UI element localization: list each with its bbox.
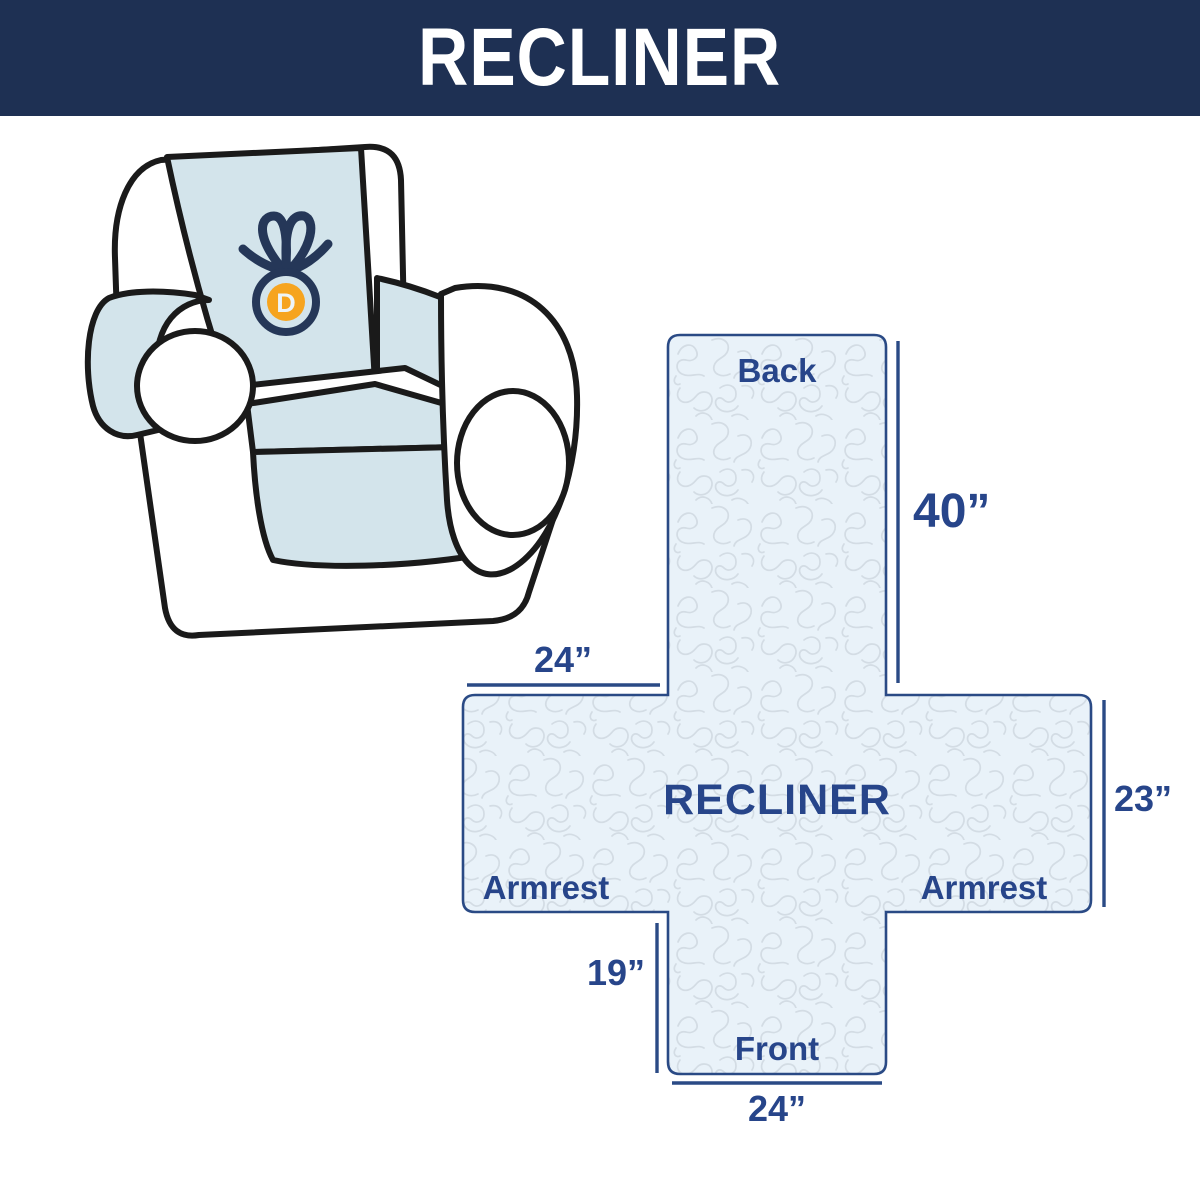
dim-armrest-depth: 23” (1114, 778, 1173, 819)
dimension-lines (467, 341, 1106, 1085)
page-title: RECLINER (418, 12, 782, 103)
armrest-right-label: Armrest (920, 869, 1048, 906)
left-armrest-front (134, 328, 256, 444)
dim-front-length: 19” (586, 952, 645, 993)
chair-outline (84, 143, 581, 639)
cover-diagram (461, 333, 1106, 1085)
front-label: Front (734, 1030, 820, 1067)
dim-back-length: 40” (913, 485, 991, 538)
dim-armrest-width: 24” (533, 639, 593, 680)
back-label: Back (737, 352, 817, 389)
armrest-left-label: Armrest (482, 869, 610, 906)
header-banner: RECLINER (0, 0, 1200, 116)
logo-badge: D (252, 268, 320, 336)
diagram-center-label: RECLINER (663, 776, 891, 824)
chair-illustration: D (84, 143, 581, 639)
logo-letter: D (276, 288, 296, 318)
cover-cross-shape (461, 333, 1093, 1076)
right-armrest-front (454, 388, 572, 538)
dim-front-width: 24” (747, 1088, 807, 1129)
